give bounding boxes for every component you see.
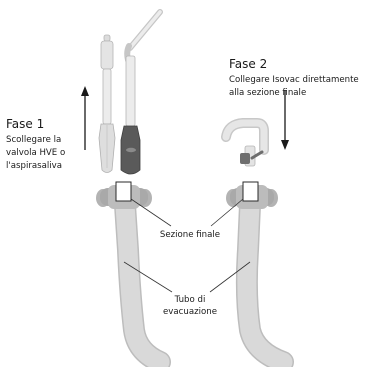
step1-title: Fase 1 — [6, 117, 44, 131]
right-end-section — [243, 182, 258, 201]
tube-label-line2: evacuazione — [163, 307, 217, 317]
step2-text: Fase 2 Collegare Isovac direttamente all… — [229, 57, 359, 98]
hve-valve-icon — [99, 35, 115, 173]
step2-line: Collegare Isovac direttamente — [229, 75, 359, 85]
saliva-ejector-icon — [121, 12, 160, 174]
removed-valves — [99, 12, 160, 174]
isovac-adapter-icon — [226, 123, 264, 166]
step1-line: l'aspirasaliva — [6, 161, 62, 171]
right-evacuation-tube — [226, 182, 283, 362]
step1-text: Fase 1 Scollegare la valvola HVE o l'asp… — [6, 117, 65, 171]
step1-line: Scollegare la — [6, 135, 61, 145]
left-evacuation-tube — [96, 182, 160, 362]
left-end-section — [116, 182, 131, 201]
end-section-label: Sezione finale — [160, 230, 220, 240]
step2-title: Fase 2 — [229, 57, 267, 71]
step2-line: alla sezione finale — [229, 88, 306, 98]
arrow-down-icon — [281, 90, 289, 150]
arrow-up-icon — [81, 86, 89, 150]
step1-line: valvola HVE o — [6, 148, 65, 158]
tube-leaders — [124, 262, 250, 292]
tube-label-line1: Tubo di — [174, 295, 206, 305]
